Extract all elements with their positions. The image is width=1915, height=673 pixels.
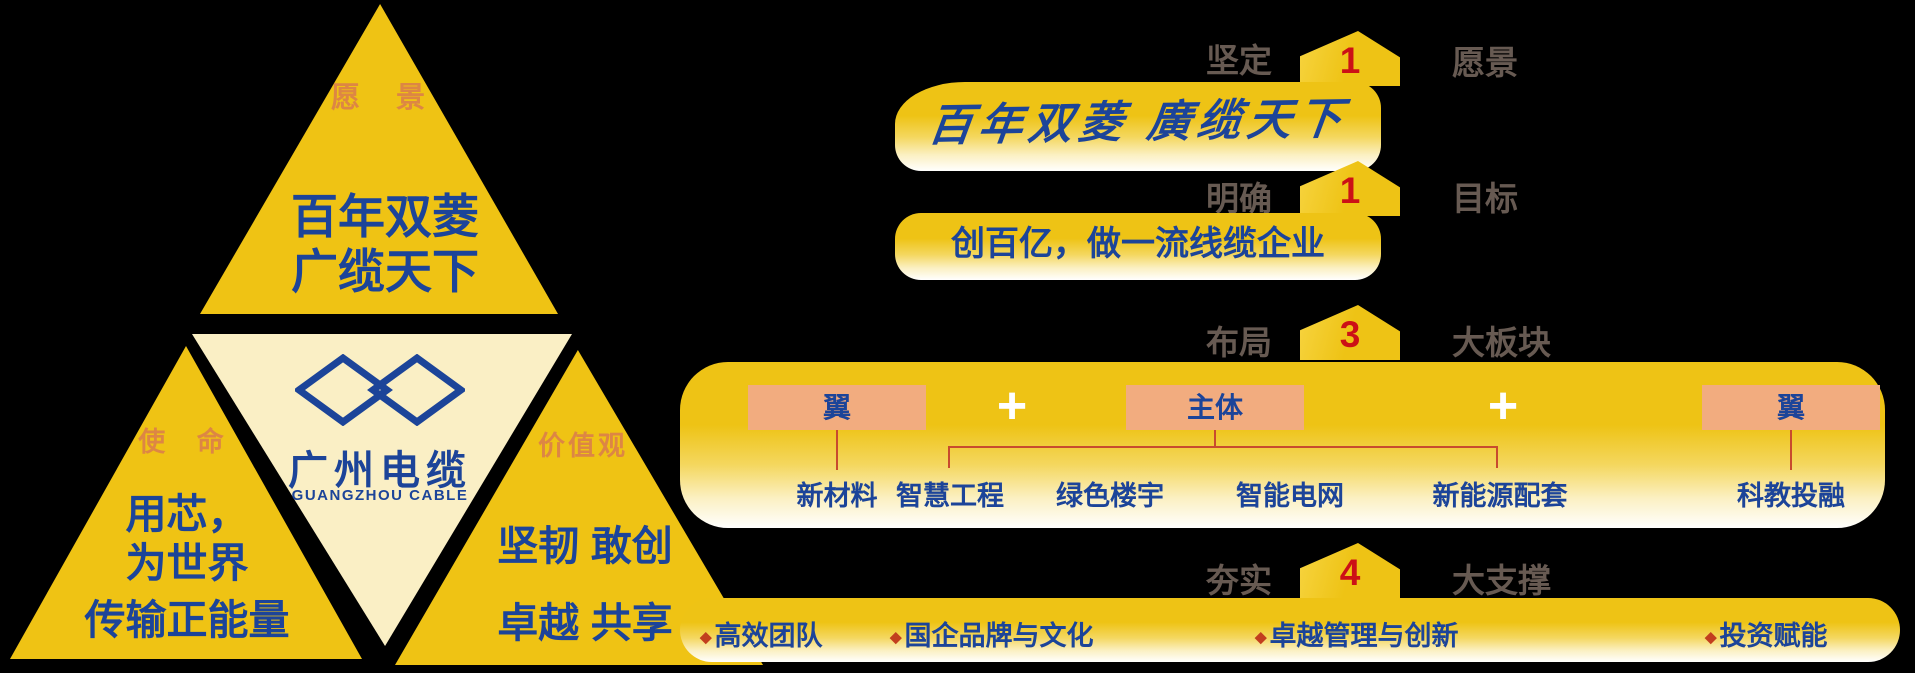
diamond-bullet-icon: ◆: [890, 629, 902, 646]
row1-number: 1: [1339, 40, 1361, 81]
row3-prefix-label: 布局: [1206, 324, 1272, 361]
connector-wing-right: [1790, 430, 1792, 470]
segment-item: 智能电网: [1236, 481, 1344, 511]
connector-drop-right: [1496, 446, 1498, 468]
row3-number-tab: 3: [1300, 305, 1400, 360]
row3-number: 3: [1339, 314, 1361, 355]
values-line2: 卓越 共享: [497, 600, 673, 646]
logo-name-en: GUANGZHOU CABLE: [291, 487, 469, 504]
row2-suffix-label: 目标: [1452, 180, 1518, 217]
segment-item: 智慧工程: [896, 481, 1004, 511]
body-box: 主体: [1126, 385, 1304, 430]
goal-banner: 创百亿，做一流线缆企业: [895, 213, 1381, 280]
support-item-label: 国企品牌与文化: [904, 621, 1094, 651]
values-label: 价值观: [538, 431, 628, 461]
mission-label: 使 命: [138, 427, 236, 457]
row4-number-tab: 4: [1300, 543, 1400, 598]
segments-banner: 翼 + 主体 + 翼 新材料 智慧工程 绿色楼宇 智能电网 新能源配套 科教投融: [680, 362, 1885, 528]
goal-banner-text: 创百亿，做一流线缆企业: [951, 225, 1325, 263]
mission-line2: 为世界: [125, 540, 249, 586]
double-diamond-logo-icon: [295, 354, 465, 426]
wing-right-box: 翼: [1702, 385, 1880, 430]
diamond-bullet-icon: ◆: [1705, 629, 1717, 646]
support-item: ◆国企品牌与文化: [890, 614, 1094, 653]
plus-sign-right: +: [1487, 377, 1519, 435]
support-item-label: 卓越管理与创新: [1269, 621, 1459, 651]
vision-line2: 广缆天下: [291, 245, 479, 298]
mission-line3: 传输正能量: [84, 597, 290, 643]
row2-number: 1: [1339, 170, 1361, 211]
connector-wing-left: [836, 430, 838, 470]
segment-item: 新材料: [796, 481, 878, 511]
support-item: ◆投资赋能: [1705, 614, 1828, 653]
row4-prefix-label: 夯实: [1206, 562, 1272, 599]
supports-banner: ◆高效团队 ◆国企品牌与文化 ◆卓越管理与创新 ◆投资赋能: [680, 598, 1900, 662]
mission-line1: 用芯，: [125, 491, 249, 537]
vision-line1: 百年双菱: [291, 190, 479, 243]
row1-suffix-label: 愿景: [1452, 44, 1518, 81]
row2-prefix-label: 明确: [1206, 180, 1272, 217]
support-item: ◆卓越管理与创新: [1255, 614, 1459, 653]
logo-name: 广州电缆: [288, 449, 472, 493]
connector-drop-left: [948, 446, 950, 468]
support-item-label: 高效团队: [714, 621, 823, 651]
support-item: ◆高效团队: [700, 614, 823, 653]
vision-label: 愿 景: [330, 82, 440, 114]
segment-item: 科教投融: [1737, 481, 1845, 511]
row4-number: 4: [1339, 552, 1361, 593]
connector-horizontal: [948, 446, 1498, 448]
plus-sign-left: +: [996, 377, 1028, 435]
values-line1: 坚韧 敢创: [497, 523, 673, 569]
wing-left-box: 翼: [748, 385, 926, 430]
diamond-bullet-icon: ◆: [1255, 629, 1267, 646]
row4-suffix-label: 大支撑: [1452, 562, 1551, 599]
vision-banner: 百年双菱 廣缆天下: [895, 82, 1381, 171]
connector-body-stem: [1214, 430, 1216, 447]
segment-item: 新能源配套: [1432, 481, 1568, 511]
segment-item: 绿色楼宇: [1056, 481, 1164, 511]
support-item-label: 投资赋能: [1719, 621, 1828, 651]
row1-prefix-label: 坚定: [1206, 42, 1272, 79]
vision-banner-text: 百年双菱 廣缆天下: [925, 94, 1351, 151]
row3-suffix-label: 大板块: [1452, 324, 1551, 361]
diamond-bullet-icon: ◆: [700, 629, 712, 646]
